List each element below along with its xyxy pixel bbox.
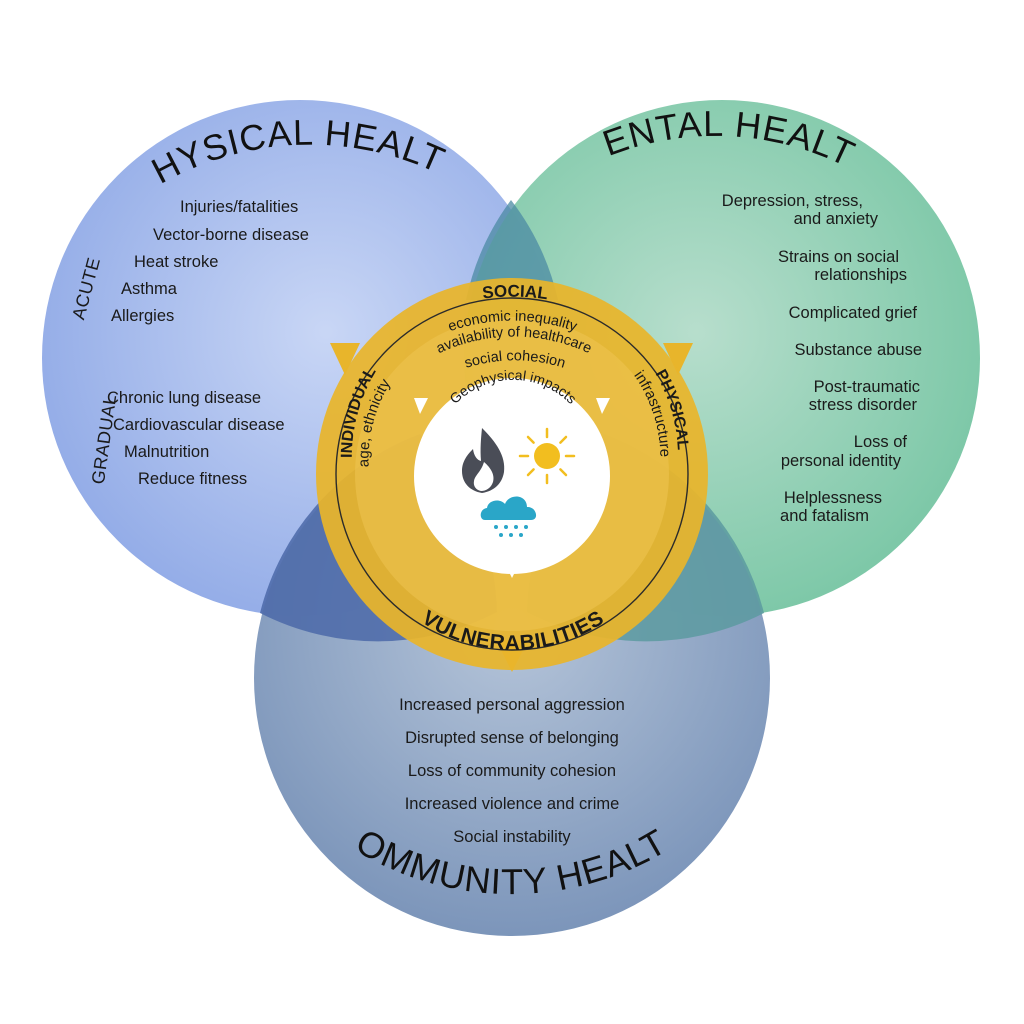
overlap-physical-mental	[466, 200, 558, 300]
fire-icon	[462, 428, 505, 493]
list-item: Post-traumatic	[814, 378, 920, 396]
list-item: Cardiovascular disease	[113, 416, 285, 434]
list-item: Injuries/fatalities	[180, 198, 298, 216]
list-item: Reduce fitness	[138, 470, 247, 488]
rain-cloud-icon	[480, 496, 537, 537]
social-label: SOCIAL	[481, 282, 549, 304]
list-item: Increased personal aggression	[399, 696, 625, 714]
physical-gradual-list: Chronic lung disease Cardiovascular dise…	[107, 389, 285, 488]
physical-acute-list: Injuries/fatalities Vector-borne disease…	[111, 198, 309, 325]
geophysical-impacts-badge	[414, 378, 610, 578]
list-item: Complicated grief	[789, 304, 918, 322]
list-item: relationships	[814, 266, 907, 284]
list-item: stress disorder	[809, 396, 918, 414]
list-item: Strains on social	[778, 248, 899, 266]
list-item: Substance abuse	[794, 341, 922, 359]
list-item: Loss of community cohesion	[408, 762, 616, 780]
sun-icon	[518, 427, 576, 485]
list-item: Disrupted sense of belonging	[405, 729, 619, 747]
list-item: Vector-borne disease	[153, 226, 309, 244]
list-item: Malnutrition	[124, 443, 209, 461]
list-item: Allergies	[111, 307, 174, 325]
list-item: Chronic lung disease	[107, 389, 261, 407]
list-item: Helplessness	[784, 489, 882, 507]
list-item: Increased violence and crime	[405, 795, 620, 813]
list-item: and anxiety	[794, 210, 879, 228]
list-item: Social instability	[453, 828, 571, 846]
list-item: Loss of	[854, 433, 908, 451]
social-detail-3: social cohesion	[463, 348, 568, 371]
list-item: and fatalism	[780, 507, 869, 525]
list-item: personal identity	[781, 452, 902, 470]
mental-list: Depression, stress, and anxiety Strains …	[722, 192, 922, 525]
community-list: Increased personal aggression Disrupted …	[399, 696, 625, 846]
list-item: Heat stroke	[134, 253, 218, 271]
list-item: Depression, stress,	[722, 192, 863, 210]
list-item: Asthma	[121, 280, 178, 298]
